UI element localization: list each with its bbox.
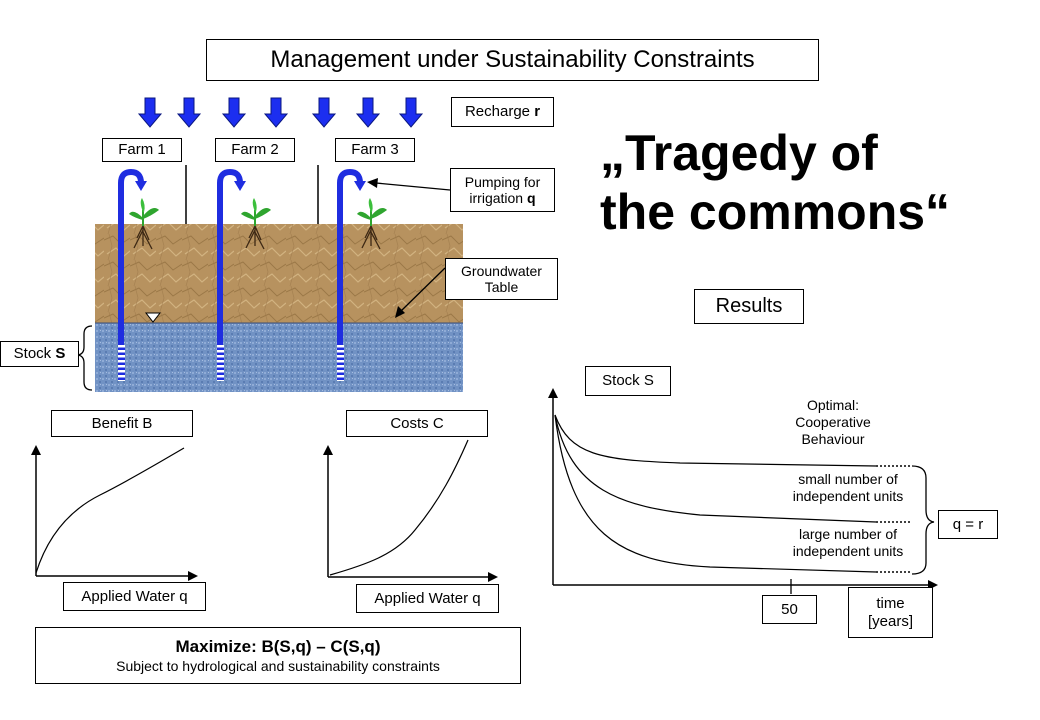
- curve-small: [554, 414, 877, 523]
- plant-1: [129, 198, 159, 250]
- aquifer-layer: [95, 323, 463, 392]
- time-box: time [years]: [848, 587, 933, 638]
- soil-layer: [95, 224, 463, 324]
- well-3: [337, 168, 366, 381]
- time-line-1: time: [876, 595, 905, 613]
- benefit-x-label: Applied Water q: [81, 587, 188, 605]
- costs-label: Costs C: [390, 414, 444, 432]
- curve-optimal: [554, 414, 877, 467]
- recharge-text: Recharge r: [464, 103, 541, 121]
- tick-50-box: 50: [762, 595, 817, 624]
- curve-large: [554, 414, 877, 573]
- recharge-box: Recharge r: [451, 97, 554, 127]
- costs-box: Costs C: [346, 410, 488, 437]
- objective-main: Maximize: B(S,q) – C(S,q): [175, 636, 381, 656]
- time-line-2: [years]: [867, 612, 913, 630]
- tragedy-line-2: the commons“: [600, 184, 951, 240]
- plant-3: [357, 198, 387, 250]
- costs-x-label: Applied Water q: [374, 589, 481, 607]
- title-box: Management under Sustainability Constrai…: [206, 39, 819, 81]
- plant-2: [241, 198, 271, 250]
- benefit-label: Benefit B: [91, 414, 153, 432]
- optimal-label: Optimal: Cooperative Behaviour: [795, 397, 871, 447]
- pumping-pointer: [367, 178, 451, 191]
- pumping-line-2: irrigation q: [469, 190, 536, 206]
- results-box: Results: [694, 289, 804, 324]
- results-chart: [548, 388, 938, 594]
- pumping-box: Pumping for irrigation q: [450, 168, 555, 212]
- stock-text: Stock S: [13, 345, 66, 363]
- large-number-label: large number of independent units: [774, 526, 922, 560]
- costs-x-label-box: Applied Water q: [356, 584, 499, 613]
- farm-3-label: Farm 3: [351, 141, 399, 159]
- groundwater-pointer: [395, 267, 446, 318]
- pumping-line-1: Pumping for: [464, 173, 541, 190]
- qr-text: q = r: [952, 515, 984, 533]
- farm-2-label: Farm 2: [231, 141, 279, 159]
- groundwater-line-1: Groundwater: [461, 262, 542, 279]
- well-1: [118, 168, 147, 381]
- farm-3-box: Farm 3: [335, 138, 415, 162]
- tick-50-label: 50: [781, 600, 798, 618]
- qr-brace: [911, 465, 935, 575]
- benefit-x-label-box: Applied Water q: [63, 582, 206, 611]
- tragedy-line-1: „Tragedy of: [600, 125, 878, 181]
- title-text: Management under Sustainability Constrai…: [270, 46, 755, 74]
- results-y-label: Stock S: [602, 372, 654, 390]
- objective-sub: Subject to hydrological and sustainabili…: [116, 658, 440, 675]
- objective-box: Maximize: B(S,q) – C(S,q) Subject to hyd…: [35, 627, 521, 684]
- well-2: [217, 168, 246, 381]
- water-table-marker: [144, 312, 162, 323]
- stock-box: Stock S: [0, 341, 79, 367]
- groundwater-line-2: Table: [484, 279, 519, 295]
- farm-1-label: Farm 1: [118, 141, 166, 159]
- farm-dividers: [185, 165, 319, 224]
- stock-brace: [77, 325, 93, 391]
- costs-curve: [329, 439, 469, 576]
- results-text: Results: [715, 295, 783, 317]
- qr-box: q = r: [938, 510, 998, 539]
- groundwater-box: Groundwater Table: [445, 258, 558, 300]
- costs-chart: [323, 439, 498, 582]
- small-number-label: small number of independent units: [774, 471, 922, 505]
- benefit-chart: [31, 445, 198, 581]
- benefit-box: Benefit B: [51, 410, 193, 437]
- recharge-arrows: [137, 97, 424, 128]
- farm-2-box: Farm 2: [215, 138, 295, 162]
- farm-1-box: Farm 1: [102, 138, 182, 162]
- results-y-label-box: Stock S: [585, 366, 671, 396]
- benefit-curve: [35, 447, 185, 574]
